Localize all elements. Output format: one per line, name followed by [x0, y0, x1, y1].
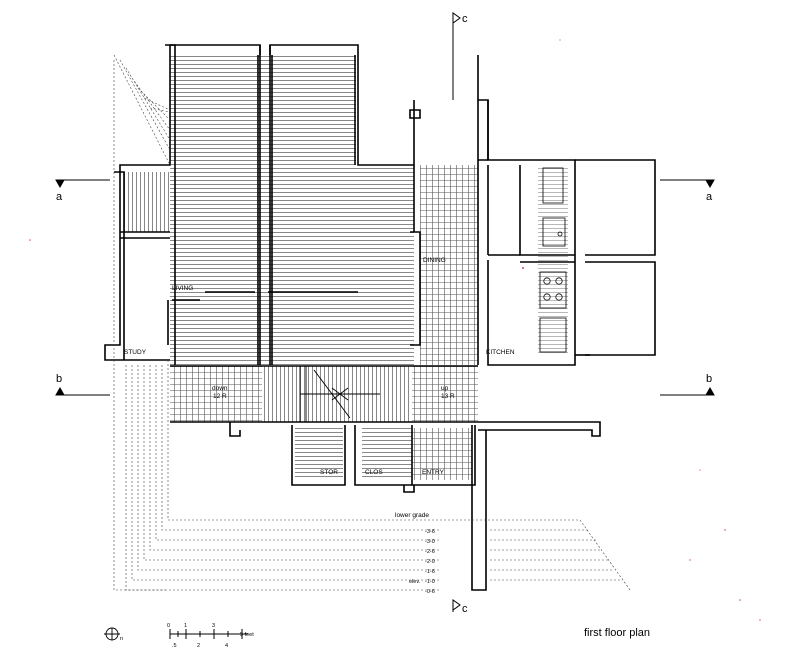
- grade-level-4: -1-6: [425, 569, 435, 575]
- scale-tick-4: 4: [225, 643, 228, 649]
- section-c-bottom: c: [462, 603, 468, 615]
- walls: [104, 44, 656, 591]
- room-label-dining: DINING: [423, 257, 446, 264]
- stair-down-label: down: [212, 385, 228, 392]
- paper-specks: [29, 39, 761, 621]
- clos-floor: [362, 428, 412, 480]
- entry-floor: [412, 428, 472, 480]
- grade-level-5: -1-0: [425, 579, 435, 585]
- grade-level-1: -3-0: [425, 539, 435, 545]
- grade-level-3: -2-0: [425, 559, 435, 565]
- scale-tick-3: 3: [212, 623, 215, 629]
- plan-title: first floor plan: [584, 627, 650, 639]
- section-b-left: b: [56, 373, 62, 385]
- lower-grade-label: lower grade: [395, 512, 429, 519]
- grade-level-0: -3-6: [425, 529, 435, 535]
- room-label-entry: ENTRY: [422, 469, 445, 476]
- stair-down-risers: 12 R: [213, 393, 227, 400]
- site-wedge-left: [113, 54, 171, 591]
- grade-level-2: -2-6: [425, 549, 435, 555]
- grade-lines: [125, 360, 631, 591]
- section-a-right: a: [706, 191, 713, 203]
- stair-grid-left: [170, 366, 262, 422]
- kitchen-fixtures: [539, 167, 567, 353]
- scale-bar: [169, 629, 248, 639]
- stair-up-label: up: [441, 385, 449, 392]
- section-a-left: a: [56, 191, 63, 203]
- stor-floor: [295, 428, 343, 480]
- section-b-right: b: [706, 373, 712, 385]
- scale-unit: 5 feet: [240, 632, 254, 638]
- section-c-top: c: [462, 13, 468, 25]
- north-label: n: [120, 636, 123, 642]
- study-floor: [124, 172, 170, 232]
- section-markers: [55, 12, 715, 612]
- stair-up-risers: 13 R: [441, 393, 455, 400]
- north-arrow-icon: [104, 627, 120, 641]
- stair-grid-right: [412, 366, 478, 422]
- grade-level-6: -0-6: [425, 589, 435, 595]
- living-floor: [170, 55, 414, 365]
- dining-floor: [420, 165, 478, 365]
- room-label-stor: STOR: [320, 469, 338, 476]
- scale-tick-1: 1: [184, 623, 187, 629]
- room-label-kitchen: KITCHEN: [486, 349, 515, 356]
- scale-tick-2: 2: [197, 643, 200, 649]
- grade-elev-label: elev.: [409, 579, 421, 585]
- room-label-clos: CLOS: [365, 469, 383, 476]
- scale-tick-0: 0: [167, 623, 170, 629]
- stair-arrows: [299, 366, 380, 422]
- scale-tick-half: .5: [172, 643, 177, 649]
- room-label-study: STUDY: [124, 349, 147, 356]
- room-label-living: LIVING: [172, 285, 193, 292]
- kitchen-counter: [538, 165, 568, 355]
